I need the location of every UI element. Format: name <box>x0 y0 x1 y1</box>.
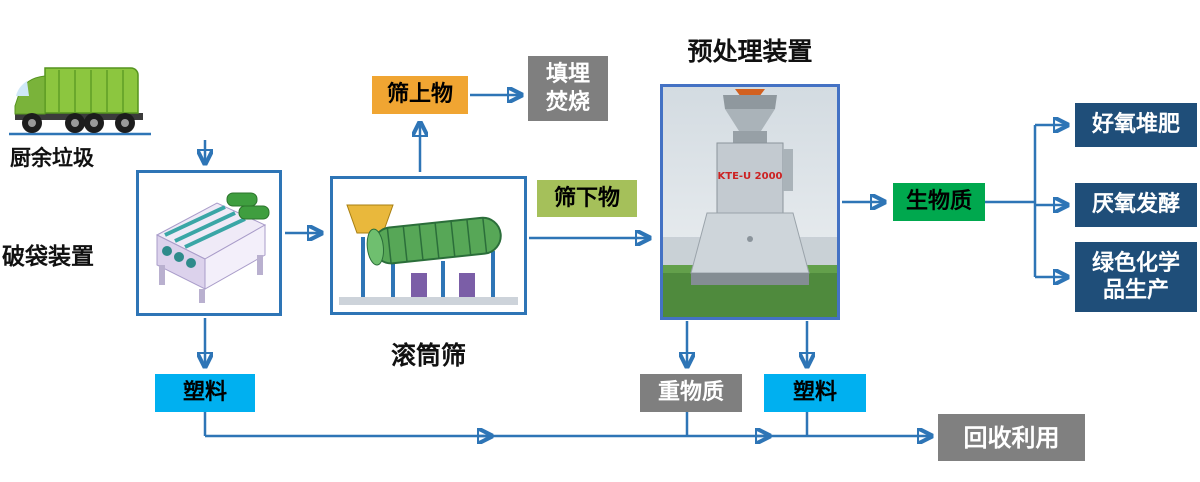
oversize-box: 筛上物 <box>372 76 468 114</box>
pretreatment-machine-icon: KTE-U 2000 <box>663 87 837 317</box>
bag-breaker-machine-icon <box>139 173 279 313</box>
garbage-truck-image <box>5 56 155 140</box>
landfill-incineration-box: 填埋 焚烧 <box>528 56 608 121</box>
pretreatment-label: 预处理装置 <box>687 37 813 66</box>
aerobic-compost-box: 好氧堆肥 <box>1075 103 1197 147</box>
undersize-box: 筛下物 <box>537 180 637 217</box>
bag-breaker-machine-image <box>136 170 282 316</box>
plastic-box-right: 塑料 <box>764 374 866 412</box>
drum-screen-machine-icon <box>333 179 524 312</box>
anaerobic-digestion-box: 厌氧发酵 <box>1075 183 1197 227</box>
pretreatment-machine-image: KTE-U 2000 <box>660 84 840 320</box>
drum-screen-machine-image <box>330 176 527 315</box>
bag-breaker-label: 破袋装置 <box>2 244 94 270</box>
heavy-material-box: 重物质 <box>640 374 742 412</box>
kitchen-waste-label: 厨余垃圾 <box>10 146 94 170</box>
machine-model-text: KTE-U 2000 <box>718 171 783 182</box>
recycling-box: 回收利用 <box>938 414 1085 461</box>
garbage-truck-icon <box>9 67 151 136</box>
biomass-box: 生物质 <box>893 183 985 221</box>
green-chemicals-box: 绿色化学 品生产 <box>1075 242 1197 312</box>
drum-screen-label: 滚筒筛 <box>390 341 466 370</box>
plastic-box-left: 塑料 <box>155 374 255 412</box>
